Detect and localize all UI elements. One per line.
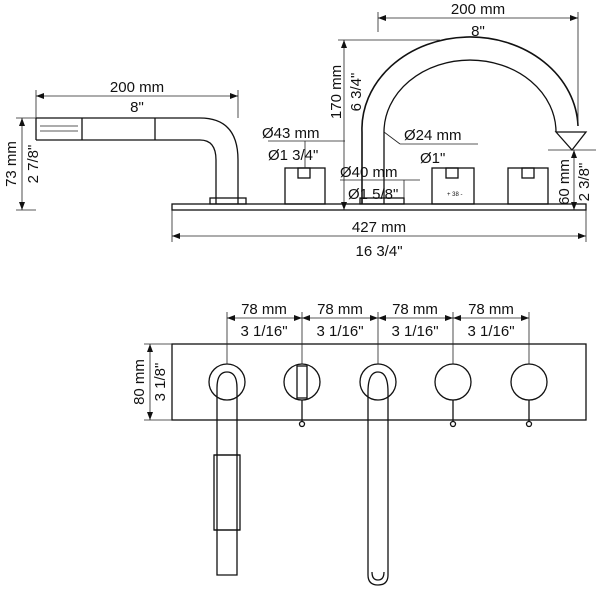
dim-label: 200 mm: [451, 1, 505, 18]
spout-base-ring: [359, 363, 397, 401]
dim-label: 170 mm: [328, 65, 345, 119]
dim-label: Ø1": [420, 150, 445, 167]
dim-label: Ø40 mm: [340, 164, 398, 181]
valve-marking: + 38 -: [447, 192, 463, 198]
valve-lever: [521, 167, 535, 179]
hand-shower-outer-contour: [36, 117, 239, 204]
knob-circle: [283, 363, 321, 401]
hand-shower-holder: [209, 197, 247, 205]
spout-body: [367, 392, 389, 586]
hand-shower: [35, 117, 247, 205]
plan-handle-knob: [283, 363, 321, 428]
spout: [359, 36, 588, 205]
dim-label: 78 mm: [317, 301, 363, 318]
valve-circle: [510, 363, 548, 401]
valve-lever: [445, 167, 459, 179]
dim-hand-shower-height: 73 mm 2 7/8": [3, 117, 42, 211]
valve-stem-end: [525, 420, 533, 428]
dim-label: 3 1/8": [152, 363, 169, 402]
spout-outer-arc: [361, 36, 579, 204]
dim-spout-outlet-diameter: Ø24 mm Ø1": [383, 127, 478, 167]
dim-label: 3 1/16": [316, 323, 363, 340]
hand-shower-grip: [213, 454, 241, 531]
dim-label: 2 3/8": [576, 163, 593, 202]
valve-body: [431, 167, 475, 205]
handle-lever: [297, 167, 311, 179]
valve-stem-end: [449, 420, 457, 428]
plan-base-plate: [171, 343, 587, 421]
dim-label: Ø1 3/4": [268, 147, 318, 164]
hand-shower-holder-ring: [208, 363, 246, 401]
dim-label: 78 mm: [241, 301, 287, 318]
plan-thermostatic-valve: [434, 363, 472, 428]
dim-valve-height: 60 mm 2 3/8": [548, 149, 596, 210]
handle-knob: [284, 167, 326, 205]
dim-spout-width: 200 mm 8": [377, 1, 579, 126]
knob-lever: [296, 365, 308, 399]
dim-total-length: 427 mm 16 3/4": [171, 210, 587, 260]
dim-spacing: 78 mm 3 1/16" 78 mm 3 1/16" 78 mm 3 1/16…: [226, 301, 530, 364]
dim-label: 8": [471, 23, 485, 40]
valve-body: [507, 167, 549, 205]
handle-body: [284, 167, 326, 205]
dim-plate-depth: 80 mm 3 1/8": [131, 343, 172, 421]
dim-label: Ø43 mm: [262, 125, 320, 142]
dim-label: 3 1/16": [391, 323, 438, 340]
dim-label: 78 mm: [468, 301, 514, 318]
dim-label: 80 mm: [131, 359, 148, 405]
spout-bend: [367, 371, 389, 393]
spout-outlet: [371, 571, 385, 581]
second-valve: [507, 167, 549, 205]
dim-label: 6 3/4": [348, 73, 365, 112]
dim-label: Ø24 mm: [404, 127, 462, 144]
dim-label: 2 7/8": [25, 145, 42, 184]
thermostatic-valve: + 38 -: [431, 167, 475, 205]
hand-shower-body: [216, 388, 238, 576]
dim-label: 8": [130, 99, 144, 116]
spout-outlet: [554, 131, 588, 152]
plan-spout: [359, 363, 397, 586]
dim-handle-diameter: Ø43 mm Ø1 3/4": [262, 125, 345, 168]
spout-inner-arc: [383, 59, 557, 204]
dim-label: 427 mm: [352, 219, 406, 236]
dim-label: 78 mm: [392, 301, 438, 318]
dim-label: 73 mm: [3, 141, 20, 187]
dim-label: 3 1/16": [467, 323, 514, 340]
dim-spout-height: 170 mm 6 3/4": [328, 39, 440, 210]
dim-hand-shower-width: 200 mm 8": [35, 79, 239, 118]
dim-label: 16 3/4": [355, 243, 402, 260]
valve-circle: [434, 363, 472, 401]
dim-spout-base-diameter: Ø40 mm Ø1 5/8": [340, 164, 420, 203]
hand-shower-bend: [216, 371, 238, 389]
hand-shower-inner-contour: [36, 139, 217, 204]
side-view: + 38 - 200 mm 8" 73 mm 2 7/8": [3, 1, 596, 260]
knob-stem-end: [298, 420, 306, 428]
base-plate: [171, 203, 587, 211]
spout-base: [359, 197, 405, 205]
plan-view: 78 mm 3 1/16" 78 mm 3 1/16" 78 mm 3 1/16…: [131, 301, 587, 586]
dim-label: 3 1/16": [240, 323, 287, 340]
dim-label: Ø1 5/8": [348, 186, 398, 203]
dim-label: 200 mm: [110, 79, 164, 96]
dim-label: 60 mm: [556, 159, 573, 205]
plan-second-valve: [510, 363, 548, 428]
plan-hand-shower: [208, 363, 246, 576]
